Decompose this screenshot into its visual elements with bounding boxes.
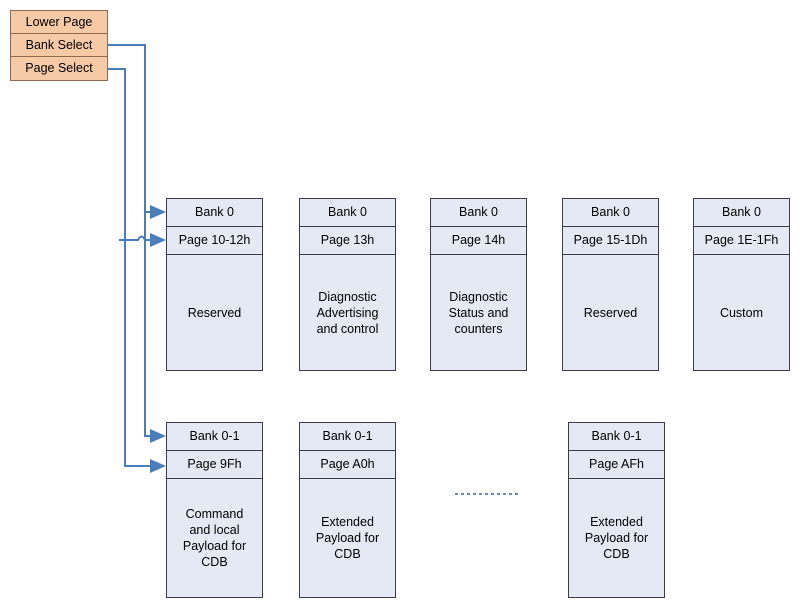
page-box-body: Reserved: [583, 305, 638, 320]
page-box-bank-label: Bank 0: [694, 199, 789, 227]
page-box-bank-label: Bank 0-1: [300, 423, 395, 451]
page-box-page-label: Page 10-12h: [167, 227, 262, 255]
page-box-upper-2[interactable]: Bank 0 Page 13h Diagnostic Advertising a…: [299, 198, 396, 371]
page-select-branch-upper: [119, 235, 152, 241]
page-box-page-label: Page A0h: [300, 451, 395, 479]
page-box-upper-1[interactable]: Bank 0 Page 10-12h Reserved: [166, 198, 263, 371]
page-select-arrow-upper: [150, 233, 166, 247]
page-box-bank-label: Bank 0: [431, 199, 526, 227]
page-box-upper-4[interactable]: Bank 0 Page 15-1Dh Reserved: [562, 198, 659, 371]
page-box-page-label: Page 13h: [300, 227, 395, 255]
page-box-page-label: Page 14h: [431, 227, 526, 255]
page-box-bank-label: Bank 0: [563, 199, 658, 227]
selector-row-bank-select[interactable]: Bank Select: [11, 34, 107, 57]
page-select-arrow-lower: [150, 459, 166, 473]
page-box-bank-label: Bank 0: [167, 199, 262, 227]
page-box-body: Command and local Payload for CDB: [182, 507, 247, 569]
page-box-lower-1[interactable]: Bank 0-1 Page 9Fh Command and local Payl…: [166, 422, 263, 598]
page-box-body: Extended Payload for CDB: [584, 515, 649, 561]
page-box-bank-label: Bank 0-1: [167, 423, 262, 451]
page-box-page-label: Page 1E-1Fh: [694, 227, 789, 255]
page-box-upper-3[interactable]: Bank 0 Page 14h Diagnostic Status and co…: [430, 198, 527, 371]
page-box-page-label: Page AFh: [569, 451, 664, 479]
bank-select-arrow-lower: [150, 429, 166, 443]
page-box-page-label: Page 9Fh: [167, 451, 262, 479]
page-box-bank-label: Bank 0: [300, 199, 395, 227]
selector-row-page-select[interactable]: Page Select: [11, 57, 107, 80]
page-box-body: Diagnostic Status and counters: [448, 289, 509, 336]
page-box-body: Custom: [719, 305, 764, 320]
page-box-body: Extended Payload for CDB: [315, 515, 380, 561]
page-select-wire: [108, 68, 152, 467]
page-box-page-label: Page 15-1Dh: [563, 227, 658, 255]
page-box-lower-2[interactable]: Bank 0-1 Page A0h Extended Payload for C…: [299, 422, 396, 598]
page-box-upper-5[interactable]: Bank 0 Page 1E-1Fh Custom: [693, 198, 790, 371]
page-box-body: Reserved: [187, 305, 242, 320]
page-box-bank-label: Bank 0-1: [569, 423, 664, 451]
bank-select-arrow-upper: [150, 205, 166, 219]
bank-select-wire: [108, 44, 152, 213]
page-box-body: Diagnostic Advertising and control: [316, 289, 379, 336]
selector-row-lower-page[interactable]: Lower Page: [11, 11, 107, 34]
bank-select-wire-lower: [144, 212, 152, 437]
page-box-lower-3[interactable]: Bank 0-1 Page AFh Extended Payload for C…: [568, 422, 665, 598]
selector-stack: Lower Page Bank Select Page Select: [10, 10, 108, 81]
